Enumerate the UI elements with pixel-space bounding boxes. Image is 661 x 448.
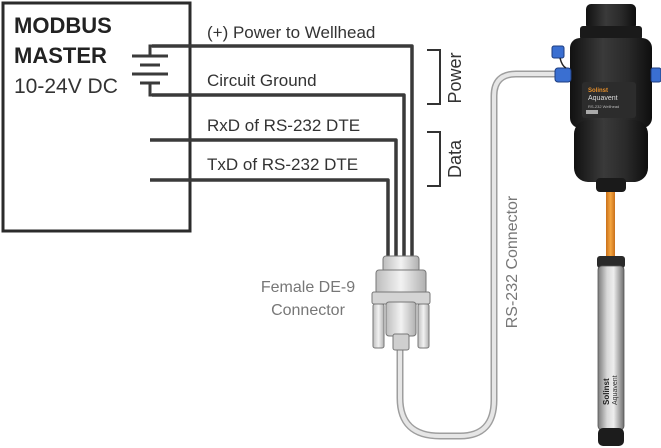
group-label-data: Data: [445, 139, 465, 178]
wire-label-txd: TxD of RS-232 DTE: [207, 155, 358, 174]
wellhead-device: Solinst Aquavent RS-232 Wellhead: [551, 4, 661, 192]
device-subtitle: RS-232 Wellhead: [588, 104, 619, 109]
logger-probe: Solinst Aquavent: [597, 256, 625, 446]
master-voltage: 10-24V DC: [14, 75, 118, 98]
device-brand: Solinst: [588, 88, 608, 94]
connector-label-line2: Connector: [271, 302, 345, 319]
orange-cable: [606, 192, 615, 258]
wire-label-ground: Circuit Ground: [207, 71, 317, 90]
wire-bundle: [150, 44, 414, 262]
battery-icon: [132, 44, 168, 97]
data-bracket: [427, 131, 441, 187]
group-label-power: Power: [445, 52, 465, 103]
rs232-cable: [396, 70, 559, 440]
cable-label: RS-232 Connector: [504, 195, 521, 328]
device-label-plate: [582, 82, 636, 118]
power-bracket: [427, 49, 441, 105]
logger-brand: Solinst: [602, 378, 611, 405]
wire-txd: [150, 178, 390, 262]
wire-ground: [152, 93, 406, 262]
master-title-line2: MASTER: [14, 43, 107, 68]
logger-product: Aquavent: [612, 375, 619, 405]
master-title-line1: MODBUS: [14, 13, 112, 38]
device-product: Aquavent: [588, 95, 618, 102]
de9-connector: [371, 255, 431, 351]
wire-power: [152, 44, 414, 262]
wire-label-rxd: RxD of RS-232 DTE: [207, 116, 360, 135]
wire-rxd: [150, 138, 398, 262]
modbus-master-box: [1, 1, 192, 233]
wire-label-power: (+) Power to Wellhead: [207, 23, 375, 42]
connector-label-line1: Female DE-9: [261, 279, 355, 296]
